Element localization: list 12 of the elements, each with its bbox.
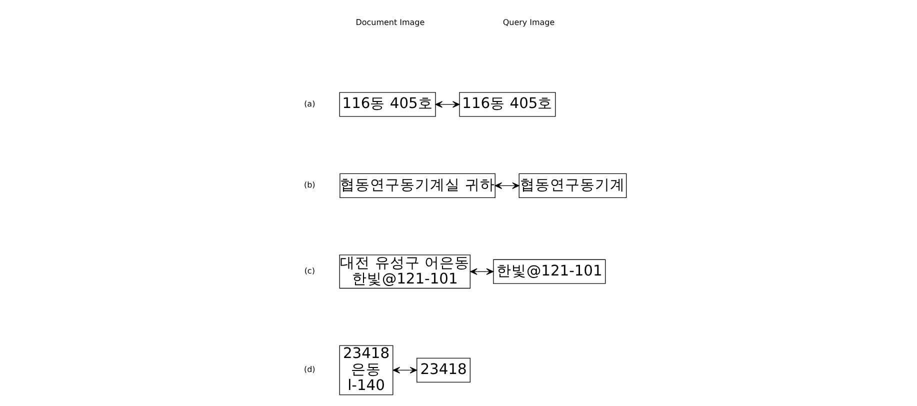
- node-box: 23418: [416, 358, 470, 382]
- node-box: 23418 은동 l-140: [338, 345, 393, 396]
- node-box: 협동연구동기계: [518, 173, 626, 198]
- node-box: 대전 유성구 어은동 한빛@121-101: [338, 254, 470, 289]
- node-box: 116동 405호: [458, 92, 556, 117]
- arrow: [470, 268, 494, 275]
- arrow: [494, 182, 519, 190]
- arrow: [434, 101, 460, 108]
- node-box: 116동 405호: [338, 92, 436, 117]
- arrow: [392, 366, 417, 374]
- node-box: 협동연구동기계실 귀하: [339, 173, 495, 198]
- node-box: 한빛@121-101: [492, 259, 606, 284]
